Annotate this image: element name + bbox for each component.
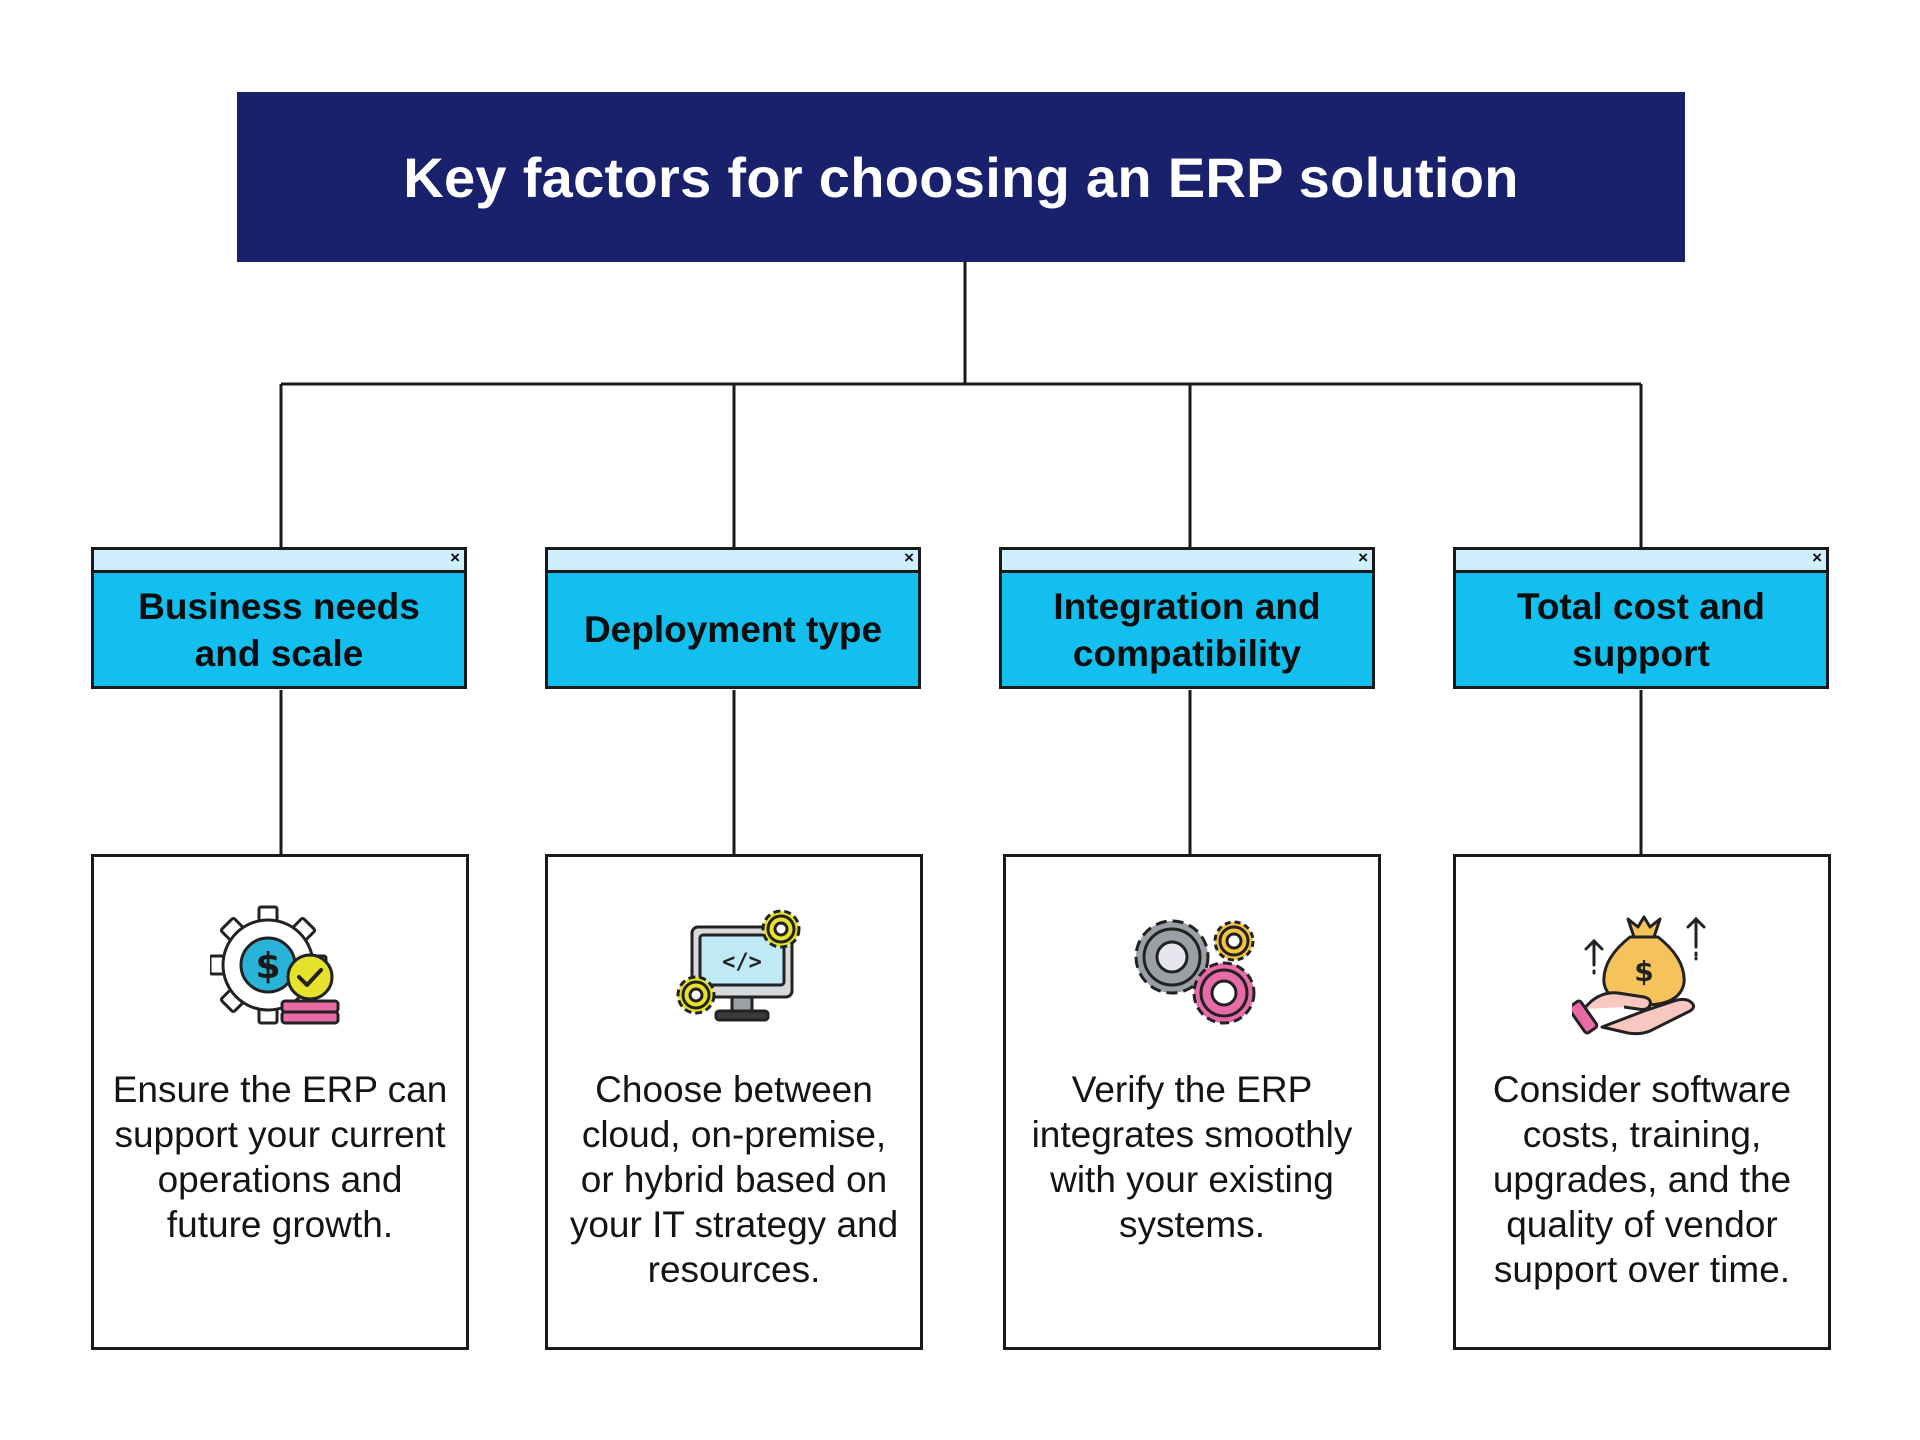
window-title-strip: × [548, 548, 918, 573]
close-icon: × [904, 548, 914, 567]
page-title: Key factors for choosing an ERP solution [403, 145, 1519, 209]
factor-header-label: Total cost and support [1516, 585, 1766, 674]
factor-card-integration: Verify the ERP integrates smoothly with … [1003, 854, 1381, 1350]
factor-header-label: Deployment type [583, 609, 883, 650]
factor-header-integration: × Integration and compatibility [999, 547, 1375, 689]
factor-header-deployment-type: × Deployment type [545, 547, 921, 689]
window-title-strip: × [1456, 548, 1826, 573]
hand-money-bag-icon: $ [1567, 897, 1712, 1037]
close-icon: × [1358, 548, 1368, 567]
title-banner: Key factors for choosing an ERP solution [237, 92, 1685, 262]
factor-card-total-cost: $ Consider software costs, training, upg… [1453, 854, 1831, 1350]
gear-dollar-check-icon: $ [208, 897, 350, 1037]
factor-header-total-cost: × Total cost and support [1453, 547, 1829, 689]
factor-header-label: Business needs and scale [138, 585, 420, 674]
factor-description: Ensure the ERP can support your current … [112, 1069, 448, 1245]
svg-text:</>: </> [722, 950, 762, 975]
close-icon: × [450, 548, 460, 567]
factor-description: Verify the ERP integrates smoothly with … [1031, 1069, 1353, 1245]
factor-card-deployment-type: </> Choose between cloud, on-premise, or… [545, 854, 923, 1350]
gears-icon [1122, 897, 1262, 1037]
factor-header-business-needs: × Business needs and scale [91, 547, 467, 689]
close-icon: × [1812, 548, 1822, 567]
factor-card-business-needs: $ Ensure the ERP can support your curren… [91, 854, 469, 1350]
factor-description: Consider software costs, training, upgra… [1492, 1069, 1792, 1290]
svg-text:$: $ [255, 946, 280, 987]
window-title-strip: × [1002, 548, 1372, 573]
factor-header-label: Integration and compatibility [1053, 585, 1321, 674]
window-title-strip: × [94, 548, 464, 573]
factor-description: Choose between cloud, on-premise, or hyb… [569, 1069, 899, 1290]
svg-text:$: $ [1634, 955, 1653, 988]
monitor-code-gears-icon: </> [664, 897, 804, 1037]
